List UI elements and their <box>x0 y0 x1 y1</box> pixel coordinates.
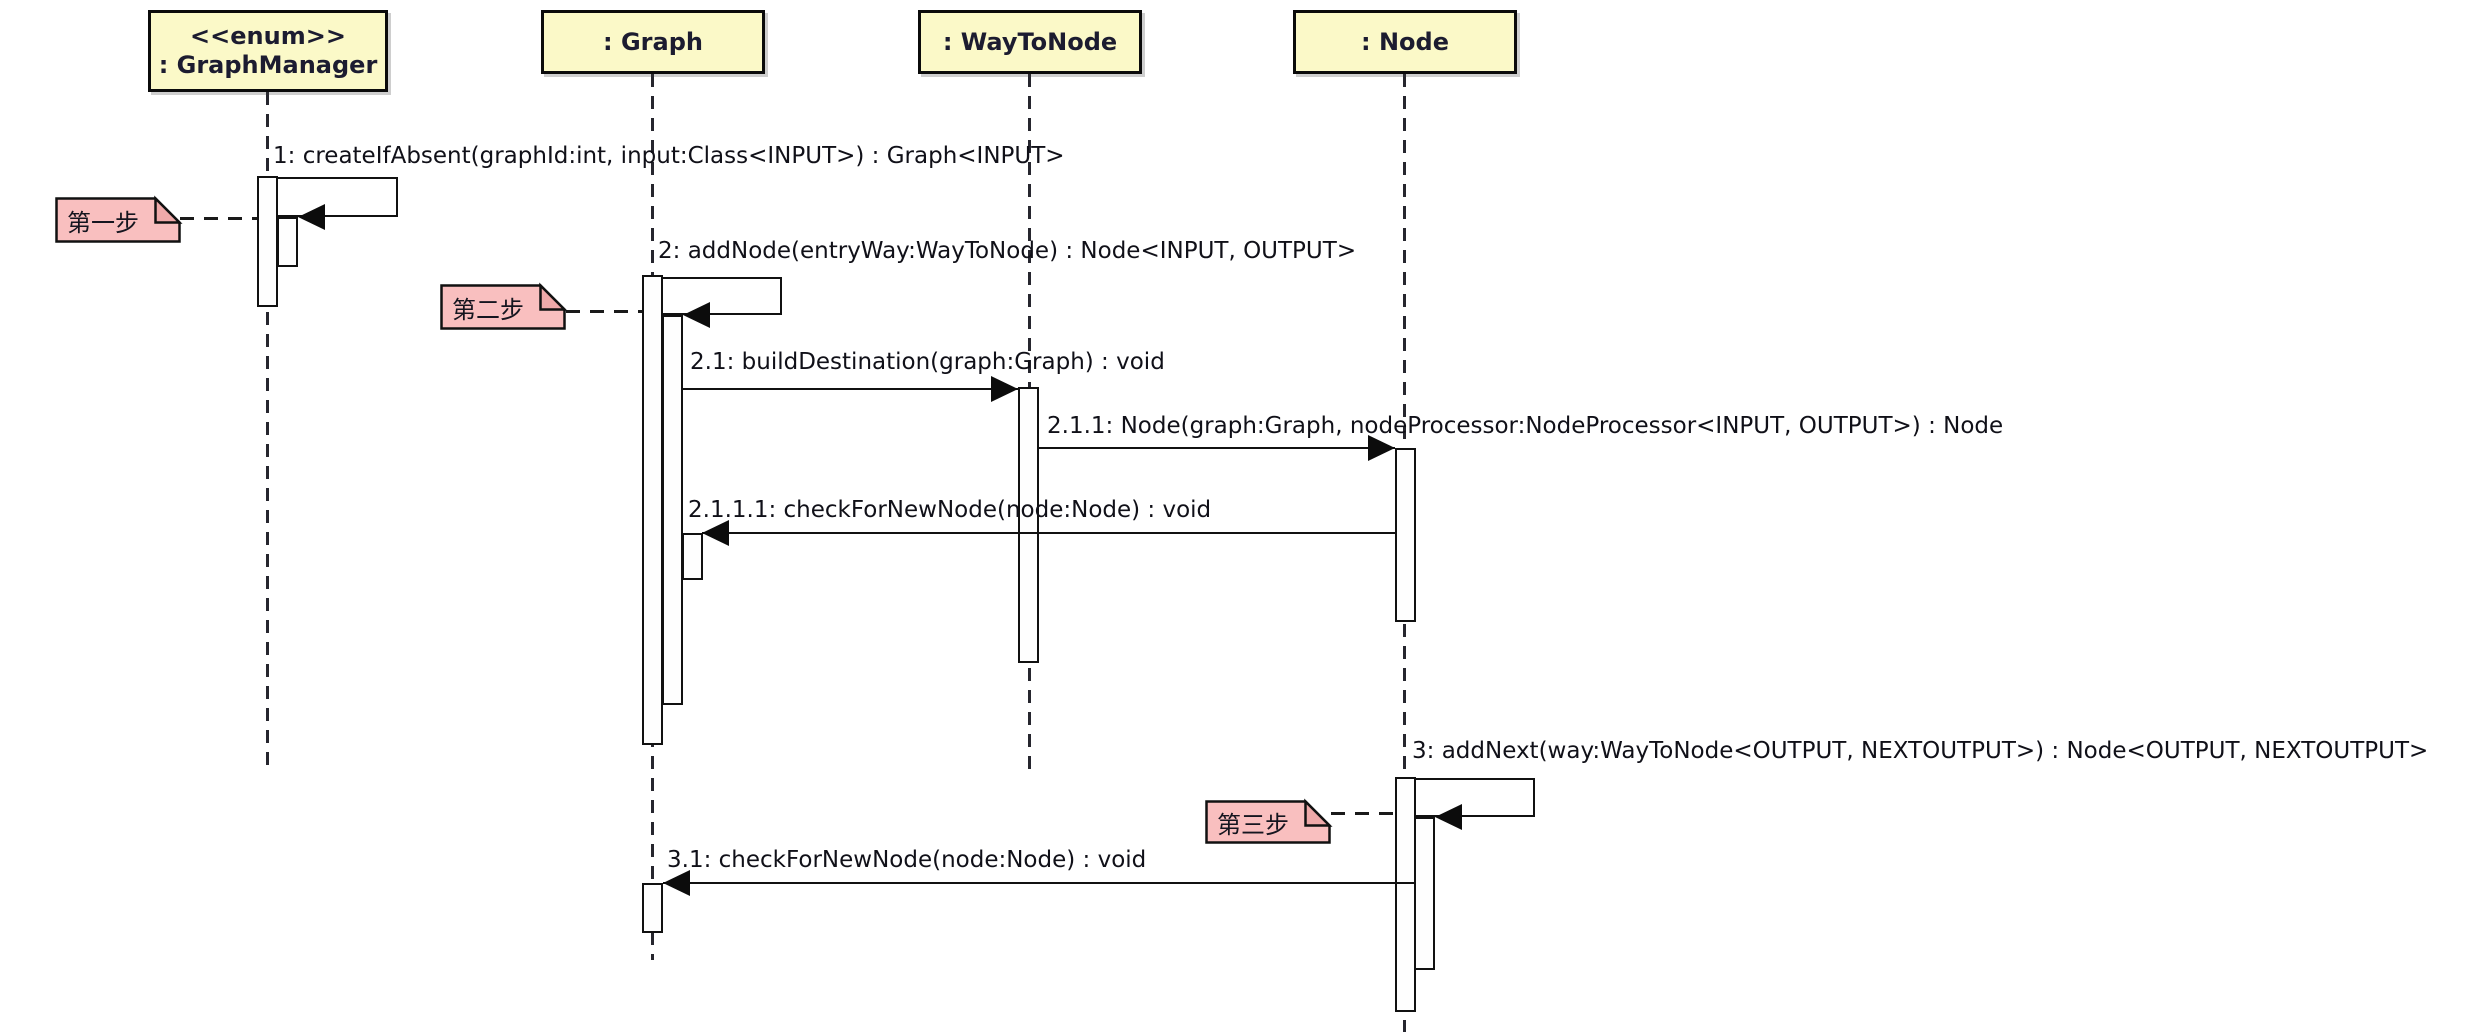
participant-node: : Node <box>1293 10 1517 74</box>
message-line-2.1.1.1 <box>702 532 1395 534</box>
selfcall-message-3 <box>1415 778 1535 817</box>
message-line-2.1.1 <box>1038 447 1395 449</box>
arrowhead-message-2.1 <box>991 376 1018 402</box>
arrowhead-message-3 <box>1435 804 1462 830</box>
note-shape <box>1205 798 1333 844</box>
activation-waytonode <box>1018 387 1039 663</box>
participant-name: : GraphManager <box>158 51 378 79</box>
message-label-3.1: 3.1: checkForNewNode(node:Node) : void <box>667 847 1147 873</box>
activation-graph-recv-2111 <box>682 533 703 580</box>
activation-graphmanager-main <box>257 176 278 307</box>
participant-name: : Node <box>1361 27 1449 56</box>
note-connector-2 <box>566 310 642 313</box>
note-text: 第一步 <box>67 208 139 237</box>
participant-waytonode: : WayToNode <box>918 10 1142 74</box>
message-line-2.1 <box>683 388 1018 390</box>
note-shape <box>55 195 183 243</box>
arrowhead-message-2 <box>683 302 710 328</box>
participant-graph: : Graph <box>541 10 765 74</box>
message-label-2.1.1.1: 2.1.1.1: checkForNewNode(node:Node) : vo… <box>688 497 1212 523</box>
message-label-2.1: 2.1: buildDestination(graph:Graph) : voi… <box>690 349 1165 375</box>
note-connector-3 <box>1331 812 1395 815</box>
message-label-3: 3: addNext(way:WayToNode<OUTPUT, NEXTOUT… <box>1412 738 2429 764</box>
lifeline-graphmanager <box>266 92 269 765</box>
selfcall-message-1 <box>278 177 398 217</box>
activation-graph-recv-31 <box>642 883 663 933</box>
note-step-3: 第三步 <box>1205 798 1333 844</box>
message-line-3.1 <box>663 882 1415 884</box>
arrowhead-message-3.1 <box>663 870 690 896</box>
participant-name: : Graph <box>603 27 703 56</box>
message-label-2.1.1: 2.1.1: Node(graph:Graph, nodeProcessor:N… <box>1047 413 2004 439</box>
note-step-1: 第一步 <box>55 195 183 243</box>
participant-stereotype: <<enum>> <box>190 22 346 51</box>
participant-graphmanager: <<enum>> : GraphManager <box>148 10 388 92</box>
arrowhead-message-1 <box>298 204 325 230</box>
note-text: 第二步 <box>452 295 524 324</box>
activation-graphmanager-nested <box>277 217 298 267</box>
selfcall-message-2 <box>663 277 782 315</box>
note-connector-1 <box>180 217 257 220</box>
activation-node-main <box>1395 777 1416 1012</box>
arrowhead-message-2.1.1 <box>1368 435 1395 461</box>
arrowhead-message-2.1.1.1 <box>702 520 729 546</box>
activation-graph-nested <box>662 315 683 705</box>
activation-node-recv-211 <box>1395 448 1416 622</box>
message-label-1: 1: createIfAbsent(graphId:int, input:Cla… <box>273 143 1065 169</box>
message-label-2: 2: addNode(entryWay:WayToNode) : Node<IN… <box>658 238 1357 264</box>
note-step-2: 第二步 <box>440 282 568 330</box>
activation-node-nested <box>1414 817 1435 970</box>
note-text: 第三步 <box>1217 810 1289 839</box>
participant-name: : WayToNode <box>942 27 1118 56</box>
activation-graph-main <box>642 275 663 745</box>
note-shape <box>440 282 568 330</box>
